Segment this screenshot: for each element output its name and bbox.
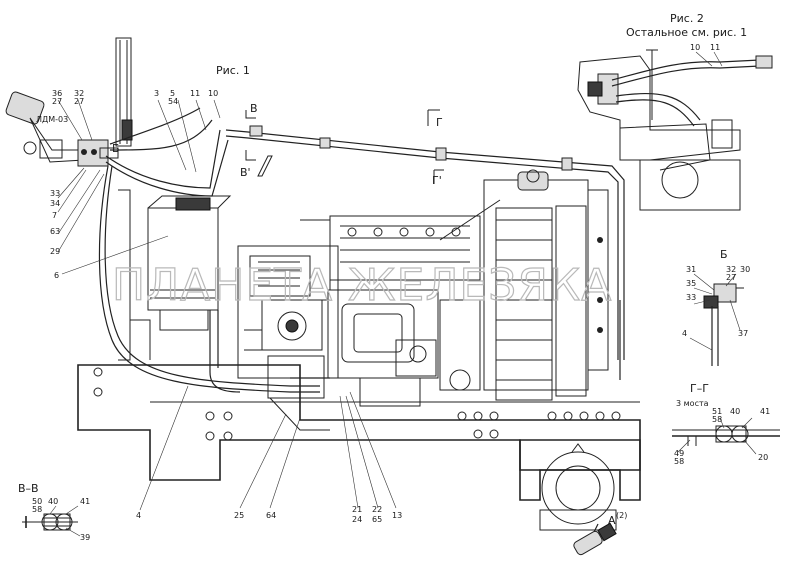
callout-30: 30 [740, 265, 750, 274]
leader-lines [49, 51, 757, 537]
vv-callout-41: 41 [80, 497, 90, 506]
callout-24: 24 [352, 515, 362, 524]
callout-10: 10 [208, 89, 218, 98]
gg-callout-49: 49 [674, 449, 684, 458]
vv-callout-40: 40 [48, 497, 58, 506]
hydraulic-lines [98, 107, 625, 393]
callout-21: 21 [352, 505, 362, 514]
callout-35: 35 [686, 279, 696, 288]
gg-callout-40: 40 [730, 407, 740, 416]
callout-63: 63 [50, 227, 60, 236]
hydraulic-tank [147, 195, 232, 331]
radiator [483, 169, 609, 401]
callout-33: 33 [50, 189, 60, 198]
gg-callout-58: 58 [712, 415, 722, 424]
callout-13: 13 [392, 511, 402, 520]
figure-2-inset [577, 49, 773, 211]
view-gg-detail [672, 425, 780, 446]
callout-6: 6 [54, 271, 59, 280]
callout-64: 64 [266, 511, 276, 520]
view-vv-title: В–В [18, 482, 39, 495]
callout-33-b: 33 [686, 293, 696, 302]
view-vv-detail [22, 513, 78, 531]
gg-callout-51: 51 [712, 407, 722, 416]
gg-callout-58-b: 58 [674, 457, 684, 466]
steering-column [115, 37, 133, 147]
callout-5: 5 [170, 89, 175, 98]
ref-a-superscript: (2) [616, 511, 627, 520]
view-b-title: Б [720, 248, 728, 261]
valve-unit-ldm [5, 91, 119, 167]
callout-3: 3 [154, 89, 159, 98]
vv-callout-58: 58 [32, 505, 42, 514]
figure-2-note: Остальное см. рис. 1 [626, 26, 747, 39]
callout-27-c: 27 [726, 273, 736, 282]
front-axle [519, 439, 641, 556]
callout-65: 65 [372, 515, 382, 524]
callout-27: 27 [74, 97, 84, 106]
view-gg-title: Г–Г [690, 382, 709, 395]
engine-block [237, 215, 481, 431]
cylinder-a [573, 522, 617, 556]
callout-32-b: 32 [726, 265, 736, 274]
callout-4: 4 [136, 511, 141, 520]
callout-36: 36 [52, 89, 62, 98]
section-v-mark: В [250, 102, 258, 115]
figure-2-caption: Рис. 2 [670, 12, 704, 25]
callout-32: 32 [74, 89, 84, 98]
captions: Рис. 1 Рис. 2 Остальное см. рис. 1 Б Б В… [18, 12, 747, 527]
callout-22: 22 [372, 505, 382, 514]
callout-34: 34 [50, 199, 60, 208]
section-g-mark: Г [436, 116, 443, 129]
watermark-text: ПЛАНЕТА ЖЕЛЕЗЯКА [112, 260, 612, 311]
callout-31: 31 [686, 265, 696, 274]
callout-54: 54 [168, 97, 178, 106]
ref-a-mark: А [608, 514, 616, 527]
callout-25: 25 [234, 511, 244, 520]
callout-4-b: 4 [682, 329, 687, 338]
view-b-detail [703, 283, 744, 366]
callout-11: 11 [190, 89, 200, 98]
callout-37: 37 [738, 329, 748, 338]
vv-callout-39: 39 [80, 533, 90, 542]
fig2-callout-10: 10 [690, 43, 700, 52]
frame-bolts [93, 367, 621, 441]
section-b-mark: Б [112, 142, 120, 155]
gg-callout-20: 20 [758, 453, 768, 462]
fig2-callout-11: 11 [710, 43, 720, 52]
section-gprime-mark: Г' [432, 174, 442, 187]
callout-27: 27 [52, 97, 62, 106]
figure-1-caption: Рис. 1 [216, 64, 250, 77]
callout-29: 29 [50, 247, 60, 256]
device-tag-ldm: ЛДМ-03 [36, 115, 68, 124]
vv-callout-50: 50 [32, 497, 42, 506]
bridge-note: 3 моста [676, 399, 709, 408]
section-vprime-mark: В' [240, 166, 251, 179]
callout-7: 7 [52, 211, 57, 220]
callout-numbers: 36 27 32 27 3 5 54 11 10 33 34 7 63 29 6… [32, 43, 770, 542]
gg-callout-41: 41 [760, 407, 770, 416]
